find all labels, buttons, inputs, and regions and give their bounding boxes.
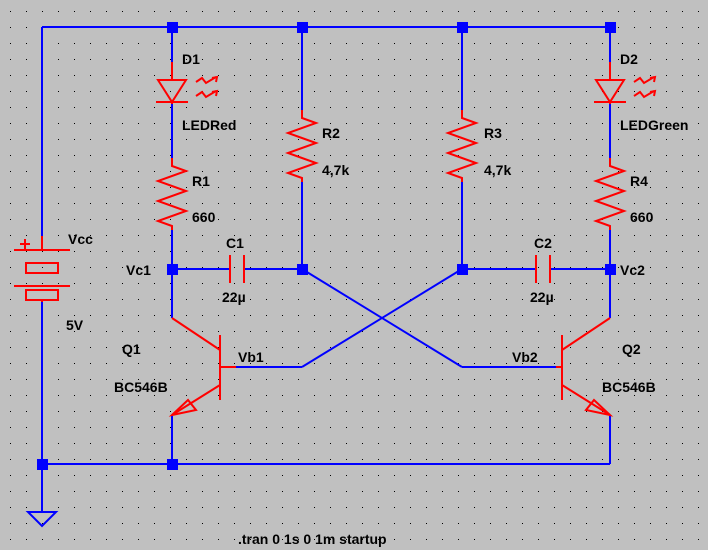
resistor-r3[interactable] <box>445 110 479 182</box>
ground-symbol <box>25 511 59 528</box>
net-label-vb2: Vb2 <box>512 349 538 365</box>
label-d1-value: LEDRed <box>182 117 236 133</box>
wires <box>41 26 612 512</box>
label-r1-ref: R1 <box>192 173 210 189</box>
label-r4-ref: R4 <box>630 173 648 189</box>
junction-nodes <box>37 22 616 470</box>
net-label-vb1: Vb1 <box>238 349 264 365</box>
label-d2-ref: D2 <box>620 51 638 67</box>
label-r1-value: 660 <box>192 209 216 225</box>
label-r4-value: 660 <box>630 209 654 225</box>
spice-directive[interactable]: .tran 0 1s 0 1m startup <box>238 531 387 547</box>
voltage-source-vcc[interactable] <box>14 236 70 302</box>
capacitor-c1[interactable] <box>229 255 245 283</box>
label-vcc-value: 5V <box>66 317 84 333</box>
label-c2-ref: C2 <box>534 235 552 251</box>
label-vcc-ref: Vcc <box>68 231 93 247</box>
label-c1-value: 22µ <box>222 289 246 305</box>
resistor-r4[interactable] <box>593 158 627 230</box>
label-q2-value: BC546B <box>602 379 656 395</box>
transistor-q2[interactable] <box>556 317 614 417</box>
label-r2-value: 4,7k <box>322 162 349 178</box>
label-r2-ref: R2 <box>322 125 340 141</box>
label-q2-ref: Q2 <box>622 341 641 357</box>
led-d2[interactable] <box>594 62 657 104</box>
transistor-q1[interactable] <box>168 317 236 417</box>
label-d1-ref: D1 <box>182 51 200 67</box>
net-label-vc1: Vc1 <box>126 262 151 278</box>
label-r3-value: 4,7k <box>484 162 511 178</box>
label-q1-ref: Q1 <box>122 341 141 357</box>
label-q1-value: BC546B <box>114 379 168 395</box>
led-d1[interactable] <box>156 62 219 104</box>
grid-dots <box>10 11 699 540</box>
label-c2-value: 22µ <box>530 289 554 305</box>
resistor-r1[interactable] <box>155 158 189 230</box>
resistor-r2[interactable] <box>285 110 319 182</box>
label-c1-ref: C1 <box>226 235 244 251</box>
net-label-vc2: Vc2 <box>620 262 645 278</box>
label-d2-value: LEDGreen <box>620 117 688 133</box>
label-r3-ref: R3 <box>484 125 502 141</box>
capacitor-c2[interactable] <box>535 255 551 283</box>
